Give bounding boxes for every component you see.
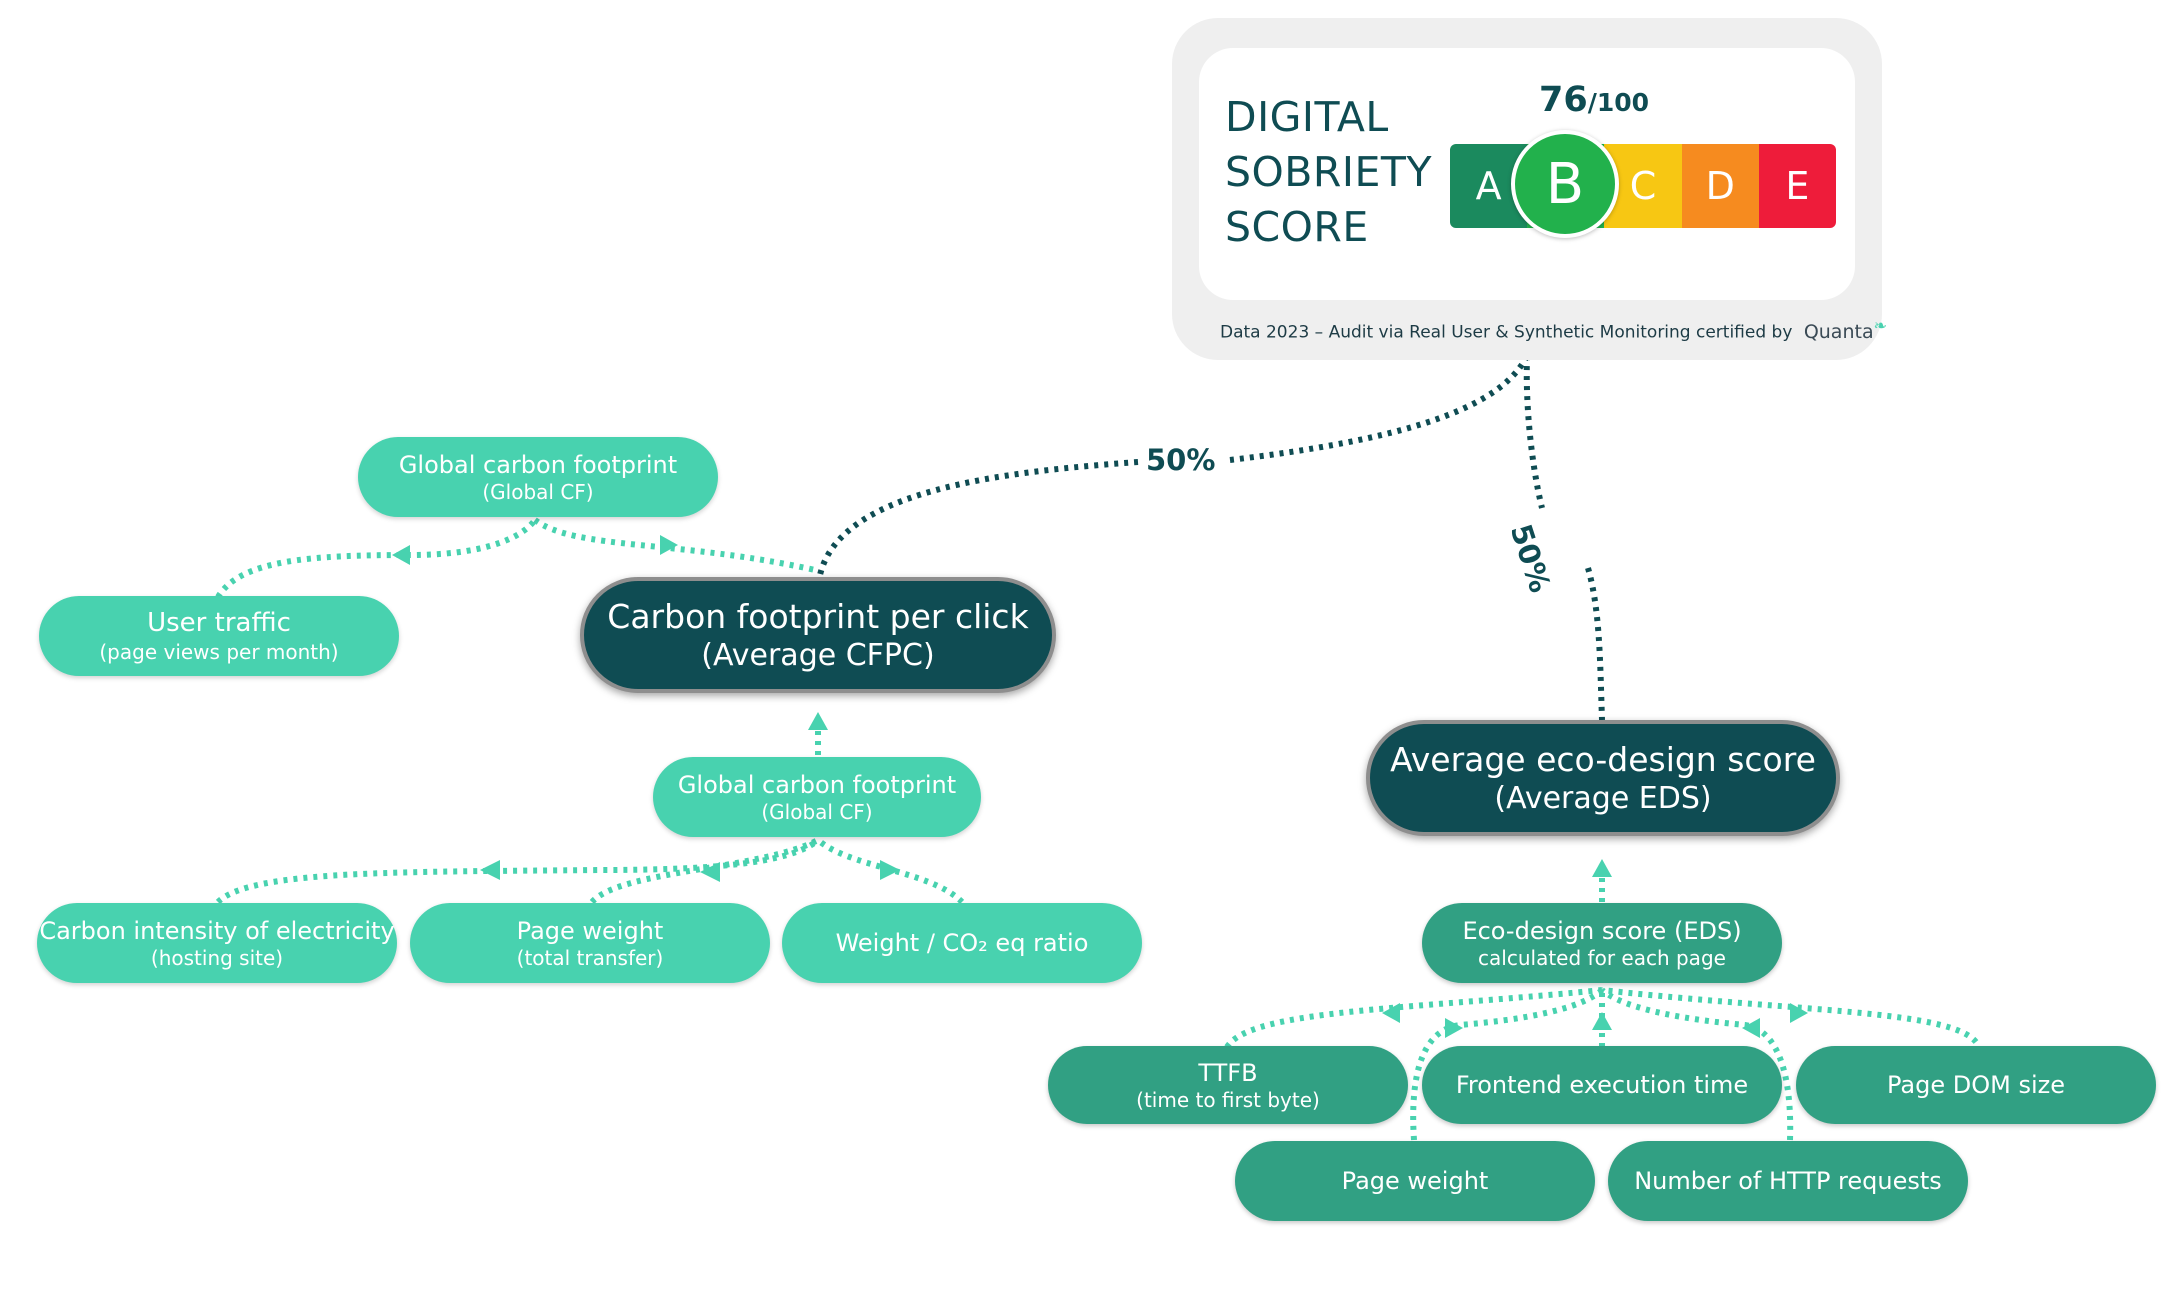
arrowhead [700,862,720,882]
node-title: Page DOM size [1887,1071,2065,1099]
node-page-weight: Page weight [1235,1141,1595,1221]
connector-globalcf-to-cfpc [533,517,816,573]
node-eco-design-score: Eco-design score (EDS) calculated for ea… [1422,903,1782,983]
node-subtitle: (time to first byte) [1136,1087,1320,1112]
node-title: Carbon footprint per click [607,596,1029,636]
arrowhead [808,712,828,730]
node-title: Frontend execution time [1455,1071,1749,1099]
connector-score-to-cfpc [1229,354,1530,463]
node-page-dom-size: Page DOM size [1796,1046,2156,1124]
arrowhead [660,535,678,555]
score-title-line: DIGITAL [1225,93,1389,141]
brand-logo: Quanta [1803,320,1874,343]
score-title-line: SOBRIETY [1225,148,1432,196]
grade-a: A [1450,144,1528,228]
sobriety-score-card: DIGITAL SOBRIETY SCORE 76/100 A B C D E … [1172,18,1887,360]
node-title: Number of HTTP requests [1634,1167,1942,1195]
arrowhead [1445,1018,1463,1038]
connector-co2-to-mid [816,837,965,905]
connector-pageweight-to-eds [1410,987,1605,1141]
node-subtitle: calculated for each page [1478,945,1726,970]
node-http-requests: Number of HTTP requests [1608,1141,1968,1221]
node-weight-co2-ratio: Weight / CO₂ eq ratio [782,903,1142,983]
connector-http-to-eds [1600,987,1794,1141]
leaf-icon: ❧ [1873,316,1887,335]
node-title: Global carbon footprint [398,450,678,479]
score-title: DIGITAL SOBRIETY SCORE [1225,90,1432,255]
node-ttfb: TTFB (time to first byte) [1048,1046,1408,1124]
connector-ttfb-to-eds [1224,987,1603,1049]
node-subtitle: (page views per month) [99,639,339,664]
node-title: Average eco-design score [1390,739,1816,779]
connector-score-to-eds [1523,355,1545,509]
arrowhead [1592,859,1612,877]
node-global-cf-mid: Global carbon footprint (Global CF) [653,757,981,837]
arrowhead [480,860,500,880]
node-title: TTFB [1198,1058,1258,1087]
node-title: Global carbon footprint [677,770,957,799]
node-subtitle: (hosting site) [150,945,284,970]
node-subtitle: (Average CFPC) [701,637,935,673]
weight-cfpc-label: 50% [1146,443,1216,477]
node-global-cf-top: Global carbon footprint (Global CF) [358,437,718,517]
node-subtitle: (Global CF) [482,479,594,504]
score-footer-text: Data 2023 – Audit via Real User & Synthe… [1220,322,1793,343]
score-panel: DIGITAL SOBRIETY SCORE 76/100 A B C D E … [1199,48,1855,300]
score-number: 76 [1539,80,1588,120]
node-average-eco-design-score: Average eco-design score (Average EDS) [1366,720,1840,836]
grade-scale: A B C D E [1450,144,1836,228]
node-title: Weight / CO₂ eq ratio [835,929,1089,957]
node-title: Carbon intensity of electricity [39,916,395,945]
arrowhead [1790,1003,1808,1023]
score-value: 76/100 [1539,80,1649,120]
node-user-traffic: User traffic (page views per month) [39,596,399,676]
node-frontend-execution-time: Frontend execution time [1422,1046,1782,1124]
node-title: Eco-design score (EDS) [1462,916,1742,945]
arrowhead [1382,1003,1400,1023]
connector-score-to-eds-2 [1585,567,1605,721]
node-subtitle: (total transfer) [516,945,664,970]
node-carbon-footprint-per-click: Carbon footprint per click (Average CFPC… [580,577,1056,693]
node-title: Page weight [516,916,664,945]
grade-e: E [1758,144,1836,228]
connector-traffic-to-globalcf [215,518,538,599]
score-title-line: SCORE [1225,203,1369,251]
connector-score-to-cfpc-2 [817,459,1139,576]
node-subtitle: (Global CF) [761,799,873,824]
grade-d: D [1681,144,1759,228]
node-page-weight-transfer: Page weight (total transfer) [410,903,770,983]
node-title: Page weight [1341,1167,1489,1195]
node-carbon-intensity: Carbon intensity of electricity (hosting… [37,903,397,983]
node-title: User traffic [147,608,291,639]
connector-dom-to-eds [1601,987,1979,1045]
arrowhead [1742,1018,1760,1038]
score-footer: Data 2023 – Audit via Real User & Synthe… [1220,316,1887,343]
connector-intensity-to-mid [215,837,820,905]
active-grade-badge: B [1511,130,1619,238]
node-subtitle: (Average EDS) [1494,780,1712,816]
arrowhead [880,860,900,880]
score-denominator: /100 [1587,88,1650,117]
arrowhead [392,545,410,565]
arrowhead [1592,1012,1612,1030]
